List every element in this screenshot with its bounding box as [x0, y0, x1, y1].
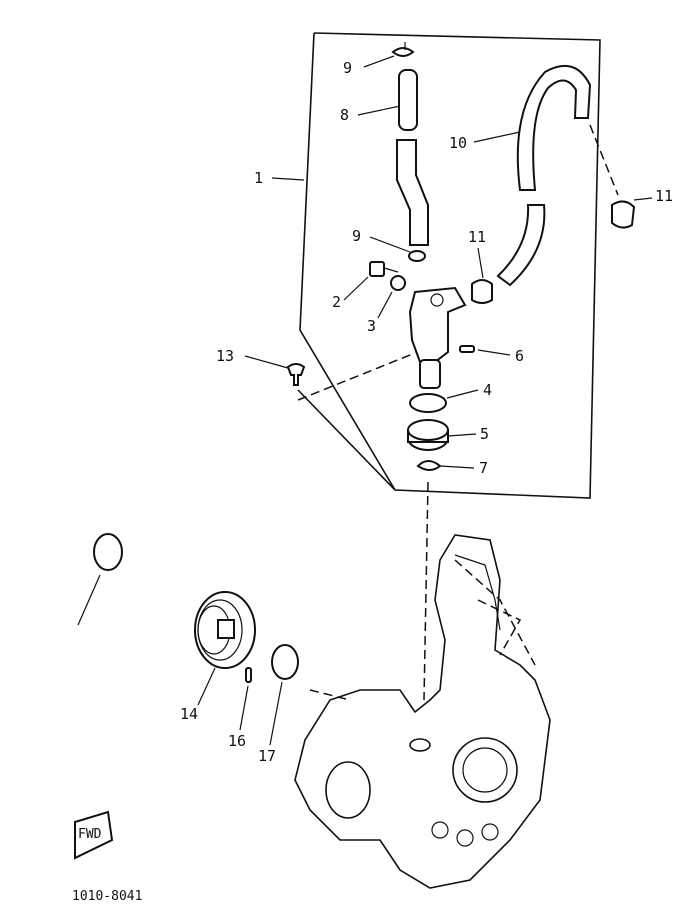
drawing-code: 1010-8041	[72, 889, 142, 904]
callout-16: 16	[228, 732, 246, 750]
water-pump-body	[408, 286, 467, 389]
screw	[244, 355, 306, 386]
callout-4: 4	[483, 381, 492, 399]
dowel-pin	[459, 345, 511, 356]
callout-3: 3	[367, 317, 376, 335]
callout-2: 2	[332, 293, 341, 311]
callout-1: 1	[254, 169, 263, 187]
retaining-clip-right	[269, 644, 299, 746]
callout-7: 7	[479, 459, 488, 477]
o-ring	[409, 389, 479, 413]
hose-clip-lower	[369, 236, 426, 262]
assembly-group-outline	[297, 32, 601, 499]
fuel-hose-long	[473, 64, 592, 287]
callout-6: 6	[515, 347, 524, 365]
pulley	[194, 591, 256, 706]
callout-17: 17	[258, 747, 276, 765]
callout-8: 8	[340, 106, 349, 124]
bolt	[343, 261, 399, 301]
hose-cap-right	[611, 197, 653, 229]
fwd-label: FWD	[78, 827, 102, 842]
callout-9-lower: 9	[352, 227, 361, 245]
pump-gear	[407, 419, 477, 451]
hose-clip-top	[363, 42, 415, 68]
circlip	[416, 460, 475, 471]
callout-10: 10	[449, 134, 467, 152]
callout-5: 5	[480, 425, 489, 443]
fuel-hose-short	[357, 69, 429, 246]
callout-14: 14	[180, 705, 198, 723]
callout-11-center: 11	[468, 228, 486, 246]
pin-small	[239, 667, 252, 731]
callout-11-right: 11	[655, 187, 673, 205]
assembly-group-left-edge	[299, 32, 396, 491]
engine-crankcase	[294, 534, 551, 889]
hose-cap-center	[471, 247, 493, 304]
callout-13: 13	[216, 347, 234, 365]
washer	[377, 275, 406, 319]
forward-arrow-badge: FWD	[74, 810, 114, 860]
callout-9-top: 9	[343, 59, 352, 77]
retaining-clip-left	[77, 533, 123, 626]
